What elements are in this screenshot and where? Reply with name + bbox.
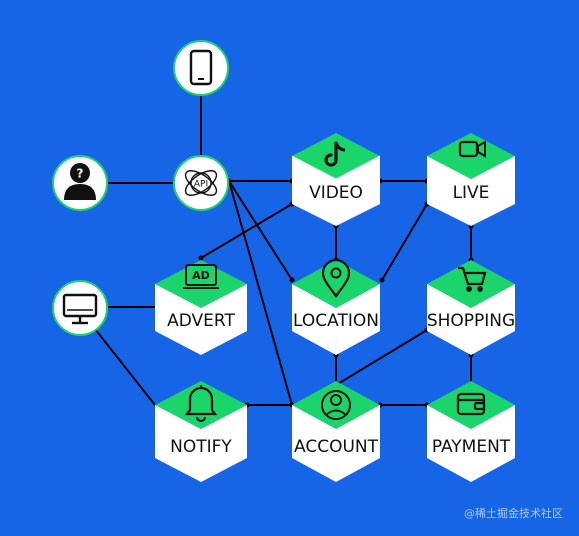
user-question-icon: ? (64, 163, 96, 200)
account-icon (321, 390, 351, 420)
location-pin-icon (321, 258, 351, 298)
shopping-cart-icon (458, 266, 487, 292)
notify-node: NOTIFY (155, 381, 247, 482)
edge-video-advert (200, 203, 293, 259)
connections (79, 68, 472, 406)
node-label-shopping: SHOPPING (427, 311, 515, 331)
edge-live-location (381, 203, 428, 281)
video-camera-icon (458, 140, 486, 158)
edge-api-location (228, 180, 293, 281)
wallet-icon (456, 392, 486, 416)
api-label: API (194, 180, 208, 190)
shopping-node: SHOPPING (427, 260, 515, 355)
advert-node: AD ADVERT (155, 260, 247, 355)
monitor-icon (62, 293, 98, 325)
node-label-notify: NOTIFY (170, 437, 232, 457)
bell-icon (184, 385, 218, 423)
edge-shopping-account (335, 329, 428, 386)
node-label-video: VIDEO (309, 183, 363, 203)
ad-icon: AD (183, 264, 219, 289)
live-node: LIVE (427, 133, 515, 226)
location-node: LOCATION (292, 258, 380, 355)
monitor-node (52, 280, 108, 336)
watermark: @稀土掘金技术社区 (464, 506, 563, 520)
account-node: ACCOUNT (292, 381, 380, 482)
node-label-live: LIVE (453, 183, 490, 203)
node-label-payment: PAYMENT (432, 437, 511, 457)
node-label-account: ACCOUNT (294, 437, 379, 457)
tiktok-icon (324, 141, 346, 167)
api-icon (184, 170, 218, 196)
user-node: ? (52, 155, 108, 211)
node-label-advert: ADVERT (167, 311, 235, 331)
edge-api-account (228, 180, 293, 406)
svg-text:AD: AD (192, 269, 210, 282)
svg-text:?: ? (77, 167, 84, 181)
phone-node (173, 40, 229, 96)
payment-node: PAYMENT (427, 381, 515, 482)
api-node: API (173, 155, 229, 211)
node-label-location: LOCATION (293, 311, 379, 331)
video-node: VIDEO (291, 133, 381, 226)
phone-icon (189, 49, 213, 86)
